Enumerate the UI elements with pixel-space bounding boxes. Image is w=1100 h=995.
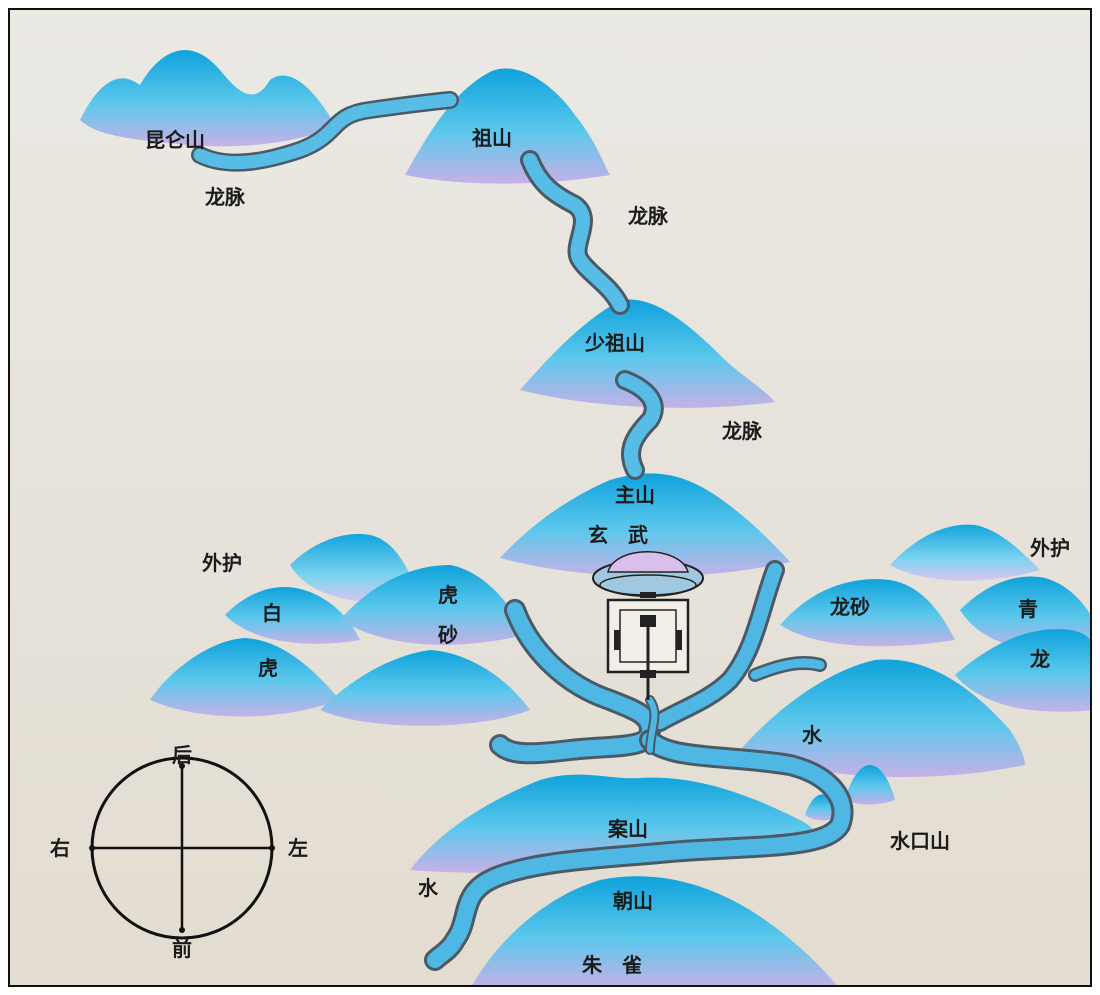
- label-dragon-vein-3: 龙脉: [722, 419, 763, 443]
- label-xuanwu: 玄 武: [588, 523, 648, 547]
- compass-left-label: 左: [288, 836, 308, 860]
- label-young-ancestral: 少祖山: [584, 331, 645, 355]
- label-water-right: 水: [802, 723, 823, 747]
- kunlun-mountain: [80, 50, 335, 146]
- label-ancestral: 祖山: [471, 126, 512, 150]
- label-outer-guard-right: 外护: [1030, 536, 1070, 560]
- label-outer-guard-left: 外护: [202, 551, 242, 575]
- label-white-tiger-1: 白: [262, 601, 282, 625]
- label-tiger-sand-1: 虎: [438, 583, 458, 607]
- label-desk: 案山: [607, 817, 648, 841]
- facing-mountain: [470, 876, 840, 987]
- label-azure-dragon-2: 龙: [1030, 647, 1050, 671]
- label-tiger-sand-2: 砂: [438, 623, 458, 647]
- label-facing: 朝山: [613, 889, 653, 913]
- label-azure-dragon-1: 青: [1018, 597, 1038, 621]
- central-building: [593, 552, 703, 700]
- label-white-tiger-2: 虎: [258, 656, 278, 680]
- fengshui-diagram: 昆仑山 龙脉 祖山 龙脉 少祖山 龙脉 主山 玄 武 外护 外护 白 虎 虎 砂…: [8, 8, 1092, 987]
- label-water-left: 水: [418, 876, 439, 900]
- label-vermilion-bird: 朱 雀: [582, 953, 642, 977]
- landscape-svg: 昆仑山 龙脉 祖山 龙脉 少祖山 龙脉 主山 玄 武 外护 外护 白 虎 虎 砂…: [10, 10, 1092, 987]
- label-dragon-sand: 龙砂: [830, 595, 870, 619]
- compass-front-label: 前: [172, 937, 192, 961]
- compass-back-label: 后: [172, 743, 192, 767]
- label-water-mouth: 水口山: [890, 829, 950, 853]
- compass-right-label: 右: [50, 836, 70, 860]
- label-dragon-vein-2: 龙脉: [628, 204, 669, 228]
- label-dragon-vein-1: 龙脉: [205, 185, 246, 209]
- compass: 后 前 左 右: [50, 743, 308, 961]
- label-main: 主山: [615, 483, 655, 507]
- label-kunlun: 昆仑山: [145, 128, 205, 152]
